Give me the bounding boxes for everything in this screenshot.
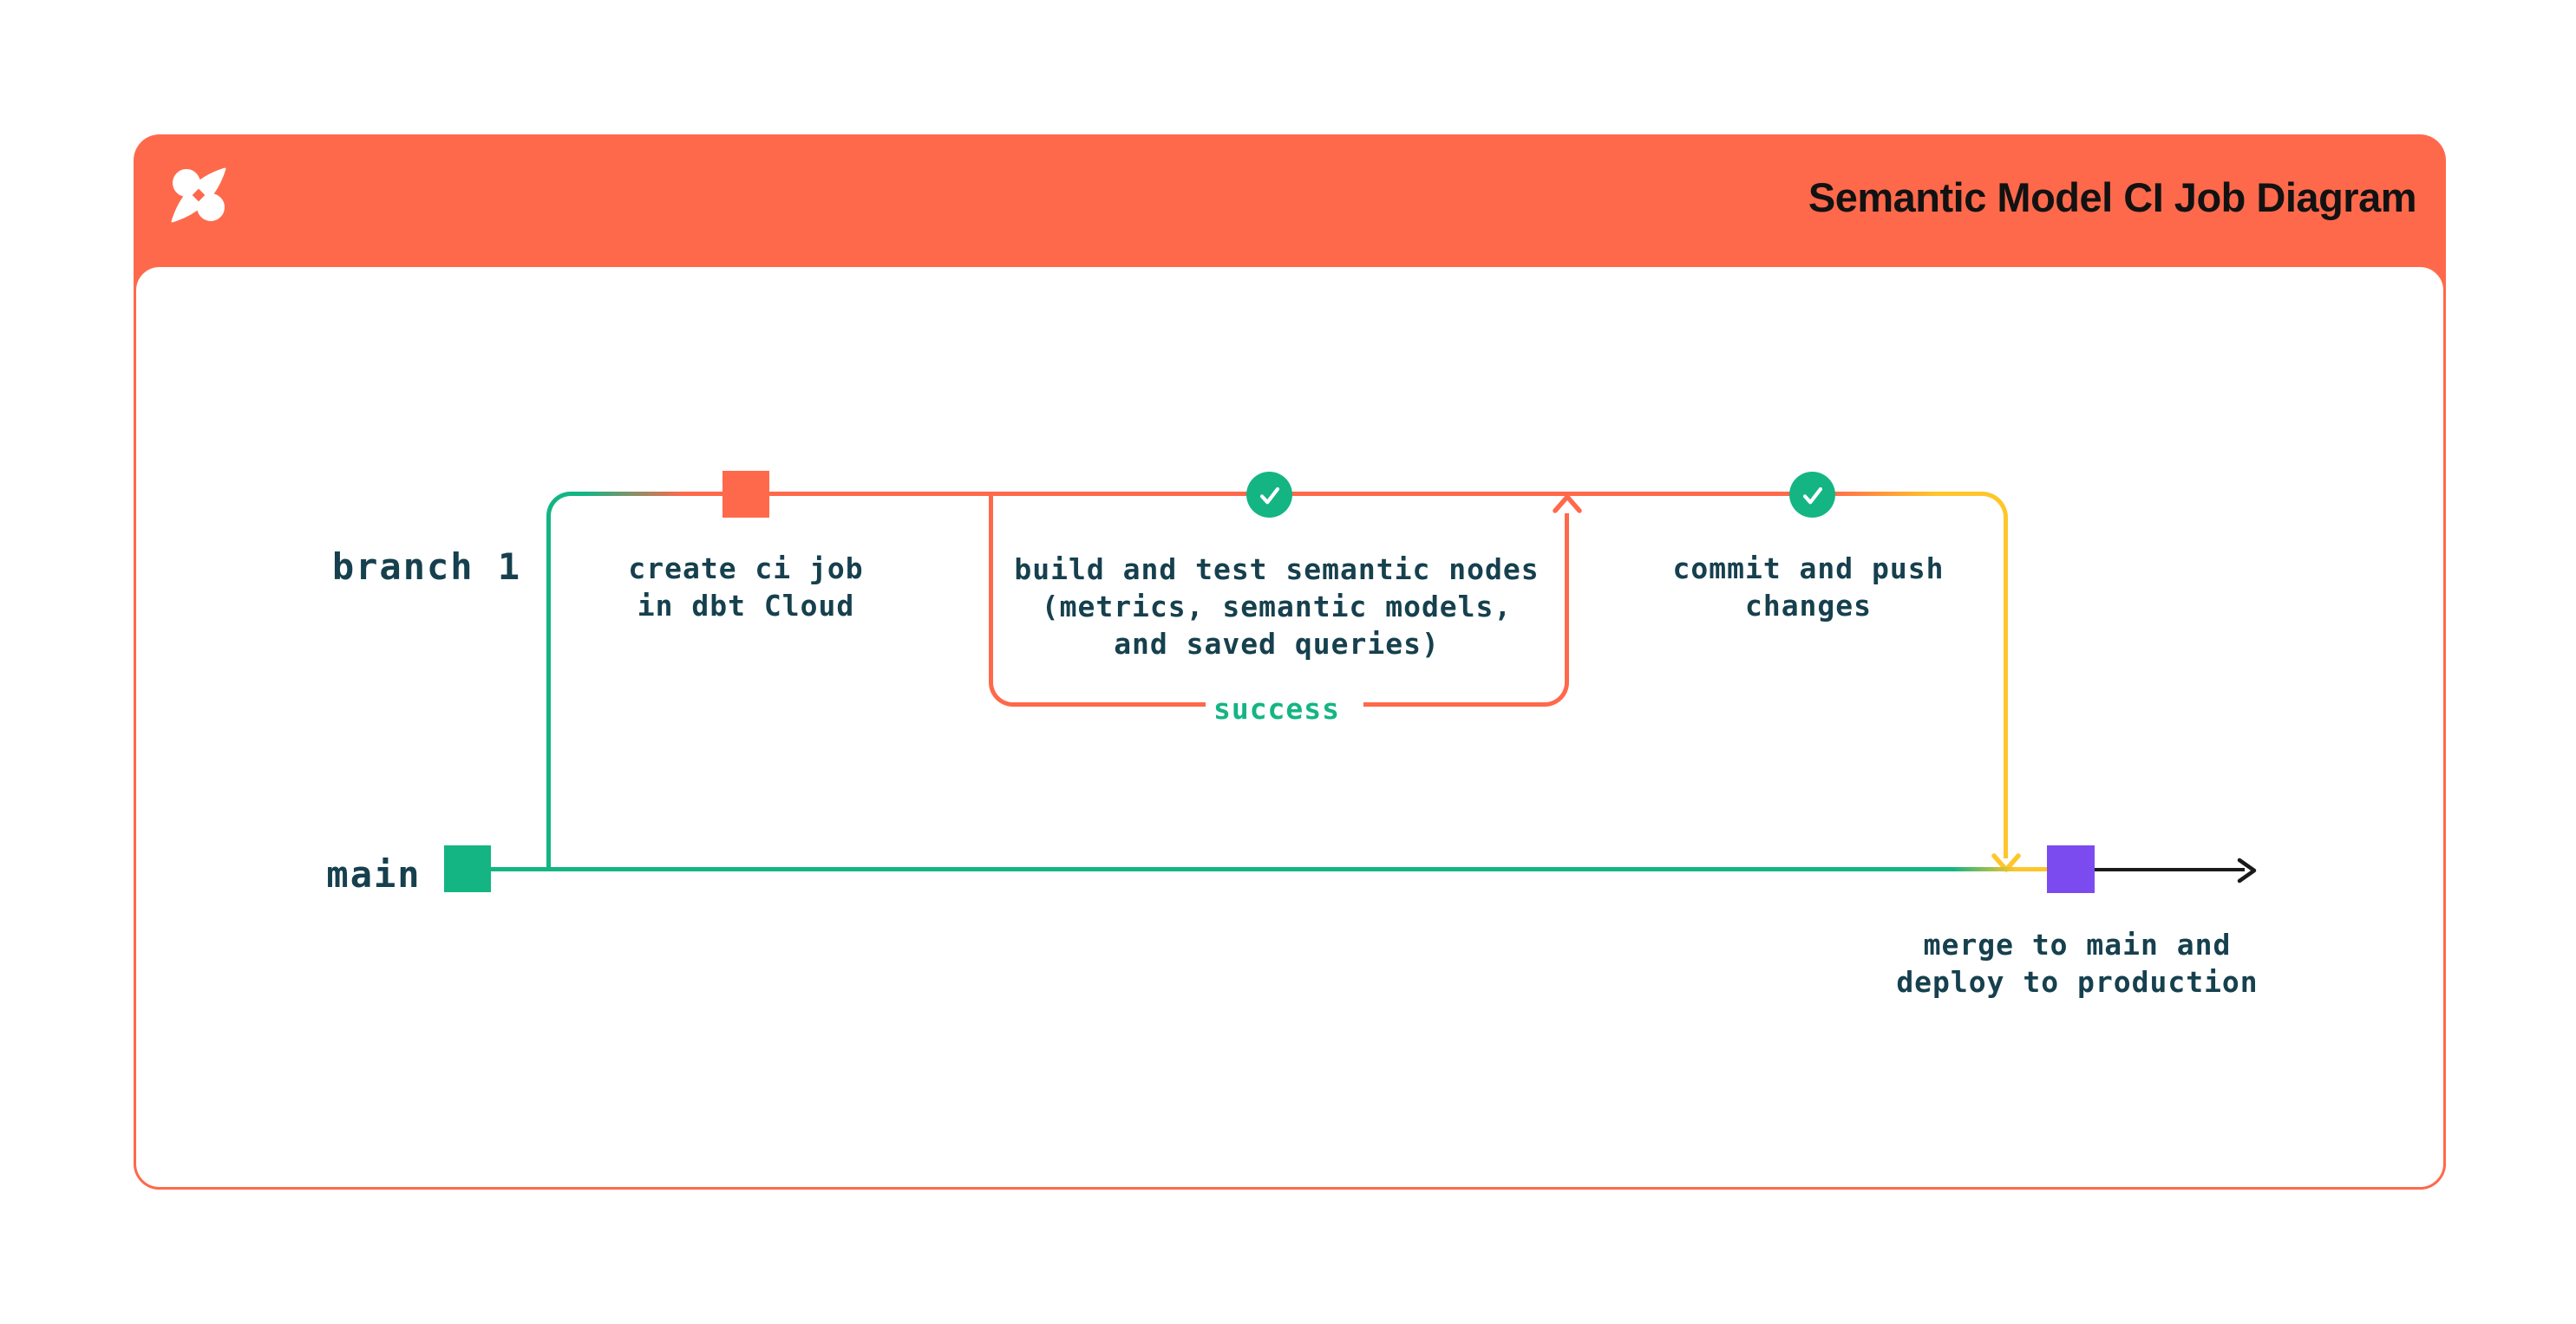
node-label-build-and-test: build and test semantic nodes (metrics, … xyxy=(1014,552,1540,661)
flow-arrow-line xyxy=(2095,868,2245,871)
main-line xyxy=(490,867,2047,871)
loop-bottom-line-right xyxy=(1363,702,1544,707)
commit-marker-purple xyxy=(2047,845,2095,893)
node-label-merge-and-deploy: merge to main and deploy to production xyxy=(1896,928,2259,999)
dbt-logo-icon xyxy=(171,167,226,223)
node-label-commit-and-push: commit and push changes xyxy=(1672,551,1945,623)
success-label: success xyxy=(1213,692,1341,726)
check-circle-icon xyxy=(1789,472,1835,518)
branch-1-label: branch 1 xyxy=(331,545,522,588)
loop-left-line xyxy=(989,496,993,680)
main-label: main xyxy=(326,853,422,896)
arrow-right-icon xyxy=(2237,858,2257,884)
merge-drop-line xyxy=(2004,525,2008,858)
check-circle-icon xyxy=(1246,472,1292,518)
diagram-canvas xyxy=(134,264,2446,1190)
diagram-card xyxy=(134,134,2446,1190)
page-title: Semantic Model CI Job Diagram xyxy=(1808,174,2417,220)
loop-right-line xyxy=(1565,513,1569,680)
commit-marker-orange xyxy=(722,471,769,518)
commit-marker-green xyxy=(444,845,491,892)
branch-riser-line xyxy=(546,492,585,870)
node-label-create-ci-job: create ci job in dbt Cloud xyxy=(628,551,864,623)
arrow-up-icon xyxy=(1553,494,1582,513)
branch-drop-corner xyxy=(1979,492,2008,526)
loop-bottom-line-left xyxy=(1013,702,1206,707)
